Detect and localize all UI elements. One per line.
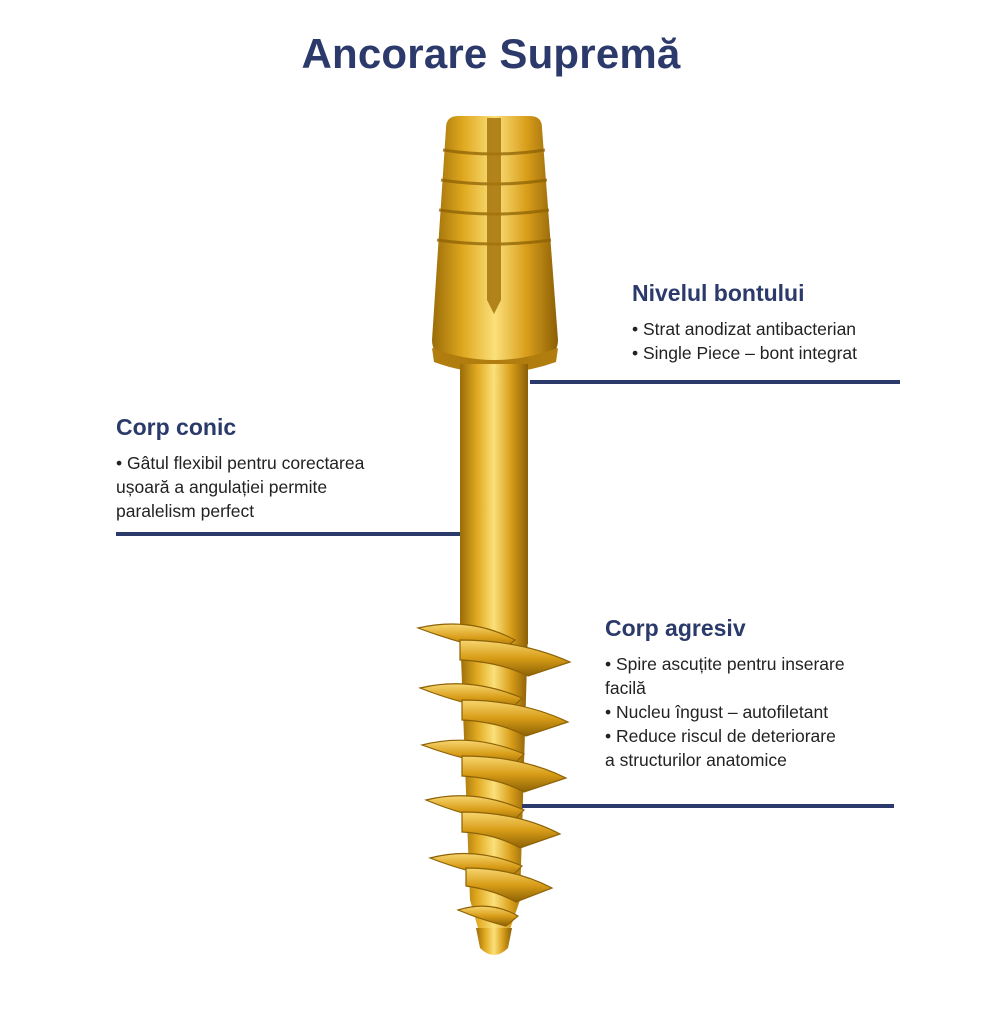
- threads: [415, 623, 572, 927]
- aggressive-leader-line: [522, 804, 894, 808]
- implant-tip: [476, 928, 512, 955]
- abutment-slot: [487, 118, 501, 314]
- conic-heading: Corp conic: [116, 414, 237, 440]
- aggressive-bullet: • Spire ascuțite pentru inserare: [605, 654, 845, 674]
- abutment-leader-line: [530, 380, 900, 384]
- aggressive-bullet: • Nucleu îngust – autofiletant: [605, 702, 829, 722]
- abutment-heading: Nivelul bontului: [632, 280, 805, 306]
- aggressive-section: Corp agresiv • Spire ascuțite pentru ins…: [605, 615, 925, 772]
- page-title: Ancorare Supremă: [301, 30, 681, 77]
- conic-bullet: ușoară a angulației permite: [116, 477, 328, 497]
- abutment-bullet: • Strat anodizat antibacterian: [632, 319, 857, 339]
- conic-leader-line: [116, 532, 460, 536]
- aggressive-heading: Corp agresiv: [605, 615, 746, 641]
- abutment-section: Nivelul bontului • Strat anodizat antiba…: [632, 280, 932, 365]
- aggressive-bullet: a structurilor anatomice: [605, 750, 787, 770]
- conic-section: Corp conic • Gâtul flexibil pentru corec…: [116, 414, 426, 523]
- conic-bullet: paralelism perfect: [116, 501, 255, 521]
- abutment-bullet: • Single Piece – bont integrat: [632, 343, 858, 363]
- conic-bullet: • Gâtul flexibil pentru corectarea: [116, 453, 365, 473]
- aggressive-bullet: • Reduce riscul de deteriorare: [605, 726, 836, 746]
- neck: [460, 364, 528, 644]
- aggressive-bullet: facilă: [605, 678, 646, 698]
